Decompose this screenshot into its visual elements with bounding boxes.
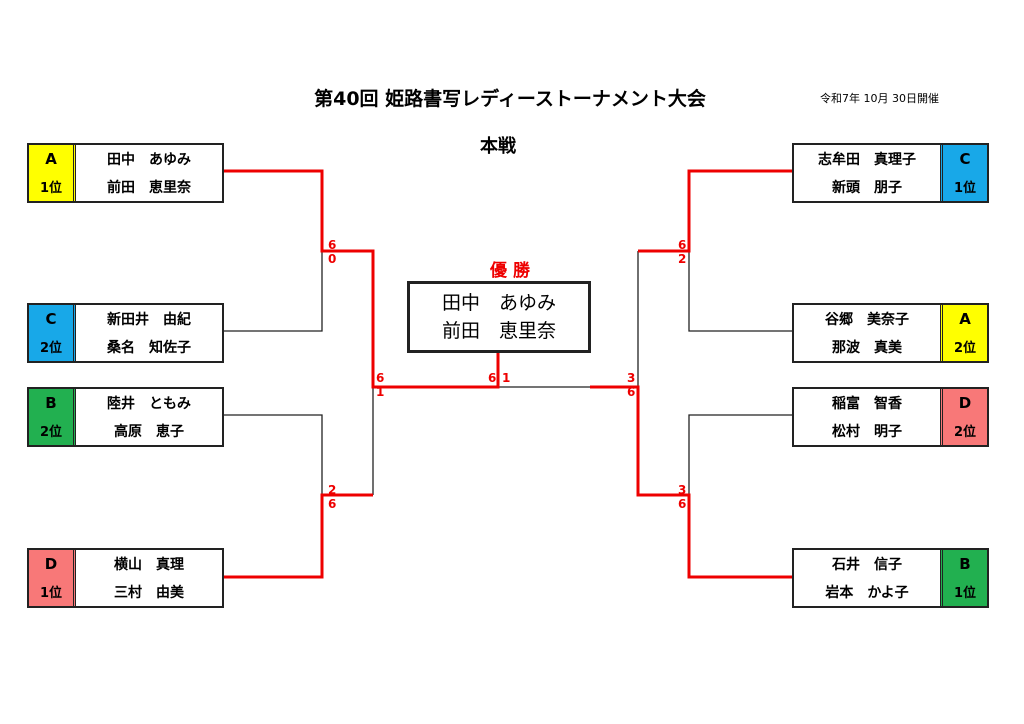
team-card: 志牟田 真理子新頭 朋子 C 1位 <box>792 143 989 203</box>
event-date: 令和7年 10月 30日開催 <box>820 92 939 105</box>
player-name: 陸井 ともみ <box>107 396 191 412</box>
team-card: 谷郷 美奈子那波 真美 A 2位 <box>792 303 989 363</box>
line-l4-win <box>222 493 373 579</box>
player-name: 新田井 由紀 <box>107 312 191 328</box>
champion-name: 前田 恵里奈 <box>441 320 556 342</box>
page-subtitle: 本戦 <box>480 136 516 157</box>
team-card: A 1位 田中 あゆみ前田 恵里奈 <box>27 143 224 203</box>
score-final-right: 1 <box>502 371 511 385</box>
player-name: 那波 真美 <box>832 340 902 356</box>
player-name: 新頭 朋子 <box>832 180 902 196</box>
rank-label: 2位 <box>953 341 977 357</box>
group-label: D <box>958 393 972 412</box>
group-label: D <box>44 554 58 573</box>
line-r3 <box>688 414 792 495</box>
line-r4-win <box>590 385 792 579</box>
player-name: 前田 恵里奈 <box>107 180 191 196</box>
player-name: 桑名 知佐子 <box>107 340 191 356</box>
rank-label: 1位 <box>39 586 63 602</box>
champion-label: 優 勝 <box>490 261 530 281</box>
group-label: A <box>959 309 971 328</box>
line-l2 <box>222 251 323 332</box>
team-card: C 2位 新田井 由紀桑名 知佐子 <box>27 303 224 363</box>
rank-label: 1位 <box>953 181 977 197</box>
player-name: 岩本 かよ子 <box>825 585 909 601</box>
team-card: D 1位 横山 真理三村 由美 <box>27 548 224 608</box>
champion-name: 田中 あゆみ <box>441 292 556 314</box>
score-final-left: 6 <box>488 371 497 385</box>
team-card: 石井 信子岩本 かよ子 B 1位 <box>792 548 989 608</box>
line-r1-win <box>638 169 792 253</box>
team-card: 稲富 智香松村 明子 D 2位 <box>792 387 989 447</box>
player-name: 松村 明子 <box>832 424 902 440</box>
champion-box: 田中 あゆみ 前田 恵里奈 <box>407 281 591 353</box>
rank-label: 1位 <box>953 586 977 602</box>
rank-label: 2位 <box>39 341 63 357</box>
player-name: 志牟田 真理子 <box>818 152 916 168</box>
player-name: 三村 由美 <box>114 585 184 601</box>
rank-label: 2位 <box>39 425 63 441</box>
rank-label: 1位 <box>39 181 63 197</box>
group-label: B <box>45 393 57 412</box>
line-l1-win <box>222 169 500 389</box>
group-label: C <box>959 149 971 168</box>
player-name: 横山 真理 <box>114 557 184 573</box>
group-label: C <box>45 309 57 328</box>
group-label: A <box>45 149 57 168</box>
page-title: 第40回 姫路書写レディーストーナメント大会 <box>314 88 706 110</box>
team-card: B 2位 陸井 ともみ高原 恵子 <box>27 387 224 447</box>
group-label: B <box>959 554 971 573</box>
rank-label: 2位 <box>953 425 977 441</box>
player-name: 谷郷 美奈子 <box>825 312 909 328</box>
line-l3 <box>222 414 323 495</box>
line-r2 <box>688 251 792 332</box>
player-name: 稲富 智香 <box>832 396 902 412</box>
player-name: 高原 恵子 <box>114 424 184 440</box>
player-name: 石井 信子 <box>832 557 902 573</box>
player-name: 田中 あゆみ <box>107 152 191 168</box>
